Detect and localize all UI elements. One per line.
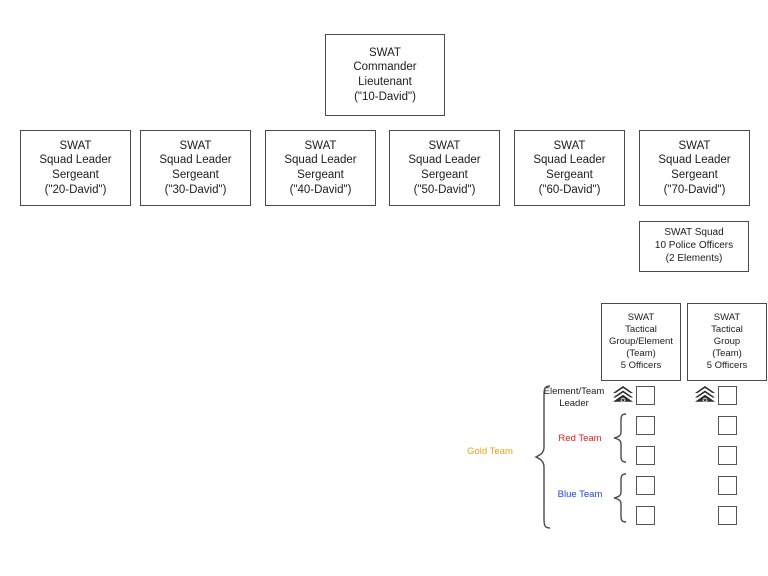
squad-leader-box-50-david: SWAT Squad Leader Sergeant ("50-David") <box>389 130 500 206</box>
squad-leader-line-4: ("20-David") <box>44 183 107 196</box>
squad-leader-line-4: ("30-David") <box>164 183 227 196</box>
squad-leader-line-2: Squad Leader <box>658 154 731 167</box>
tactical-group-line-4: (Team) <box>712 348 742 360</box>
squad-leader-line-4: ("40-David") <box>289 183 352 196</box>
officer-square-red-a1 <box>636 416 655 435</box>
officer-square-leader-b <box>718 386 737 405</box>
tactical-group-line-2: Tactical <box>711 323 743 335</box>
sergeant-chevron-icon <box>695 386 715 403</box>
squad-leader-line-3: Sergeant <box>52 169 99 181</box>
officer-square-blue-b2 <box>718 506 737 525</box>
officer-square-blue-a2 <box>636 506 655 525</box>
tactical-group-box-team: SWAT Tactical Group (Team) 5 Officers <box>687 303 767 381</box>
commander-line-3: Lieutenant <box>358 76 412 88</box>
gold-team-label: Gold Team <box>467 446 513 457</box>
squad-leader-line-2: Squad Leader <box>284 154 357 167</box>
squad-leader-box-60-david: SWAT Squad Leader Sergeant ("60-David") <box>514 130 625 206</box>
tactical-group-line-4: 5 Officers <box>620 360 662 372</box>
squad-leader-line-3: Sergeant <box>172 169 219 181</box>
squad-leader-box-30-david: SWAT Squad Leader Sergeant ("30-David") <box>140 130 251 206</box>
red-team-label: Red Team <box>558 433 602 444</box>
squad-leader-line-1: SWAT <box>59 139 92 152</box>
officer-square-red-a2 <box>636 446 655 465</box>
squad-leader-box-20-david: SWAT Squad Leader Sergeant ("20-David") <box>20 130 131 206</box>
element-team-leader-label: Element/Team Leader <box>543 386 605 409</box>
commander-line-4: ("10-David") <box>354 90 416 103</box>
officer-square-blue-b1 <box>718 476 737 495</box>
squad-leader-box-70-david: SWAT Squad Leader Sergeant ("70-David") <box>639 130 750 206</box>
squad-summary-line-2: 10 Police Officers <box>654 240 734 252</box>
swat-commander-box: SWAT Commander Lieutenant ("10-David") <box>325 34 445 116</box>
squad-leader-line-1: SWAT <box>428 139 461 152</box>
squad-leader-line-2: Squad Leader <box>159 154 232 167</box>
squad-leader-line-4: ("60-David") <box>538 183 601 196</box>
tactical-group-line-3: Group/Element (Team) <box>609 335 673 360</box>
tactical-group-line-1: SWAT <box>627 311 655 323</box>
tactical-group-line-2: Tactical <box>625 323 657 335</box>
officer-square-red-b2 <box>718 446 737 465</box>
commander-line-2: Commander <box>353 61 417 74</box>
tactical-group-line-1: SWAT <box>713 311 741 323</box>
squad-leader-line-4: ("50-David") <box>413 183 476 196</box>
commander-line-1: SWAT <box>369 46 401 59</box>
squad-leader-line-3: Sergeant <box>421 169 468 181</box>
squad-leader-line-3: Sergeant <box>297 169 344 181</box>
gold-team-brace <box>534 385 551 529</box>
squad-leader-line-1: SWAT <box>179 139 212 152</box>
officer-square-blue-a1 <box>636 476 655 495</box>
squad-leader-line-3: Sergeant <box>671 169 718 181</box>
blue-team-brace <box>613 473 627 523</box>
officer-square-red-b1 <box>718 416 737 435</box>
squad-leader-line-1: SWAT <box>304 139 337 152</box>
squad-leader-line-4: ("70-David") <box>663 183 726 196</box>
sergeant-chevron-icon <box>613 386 633 403</box>
squad-leader-line-1: SWAT <box>553 139 586 152</box>
squad-summary-line-1: SWAT Squad <box>664 227 724 239</box>
squad-leader-line-2: Squad Leader <box>533 154 606 167</box>
squad-summary-line-3: (2 Elements) <box>665 252 723 264</box>
squad-leader-box-40-david: SWAT Squad Leader Sergeant ("40-David") <box>265 130 376 206</box>
squad-leader-line-3: Sergeant <box>546 169 593 181</box>
squad-leader-line-2: Squad Leader <box>39 154 112 167</box>
tactical-group-box-element: SWAT Tactical Group/Element (Team) 5 Off… <box>601 303 681 381</box>
squad-leader-line-2: Squad Leader <box>408 154 481 167</box>
squad-leader-line-1: SWAT <box>678 139 711 152</box>
swat-squad-summary-box: SWAT Squad 10 Police Officers (2 Element… <box>639 221 749 272</box>
blue-team-label: Blue Team <box>557 489 603 500</box>
red-team-brace <box>613 413 627 463</box>
officer-square-leader-a <box>636 386 655 405</box>
tactical-group-line-3: Group <box>713 335 741 347</box>
tactical-group-line-5: 5 Officers <box>706 360 748 372</box>
